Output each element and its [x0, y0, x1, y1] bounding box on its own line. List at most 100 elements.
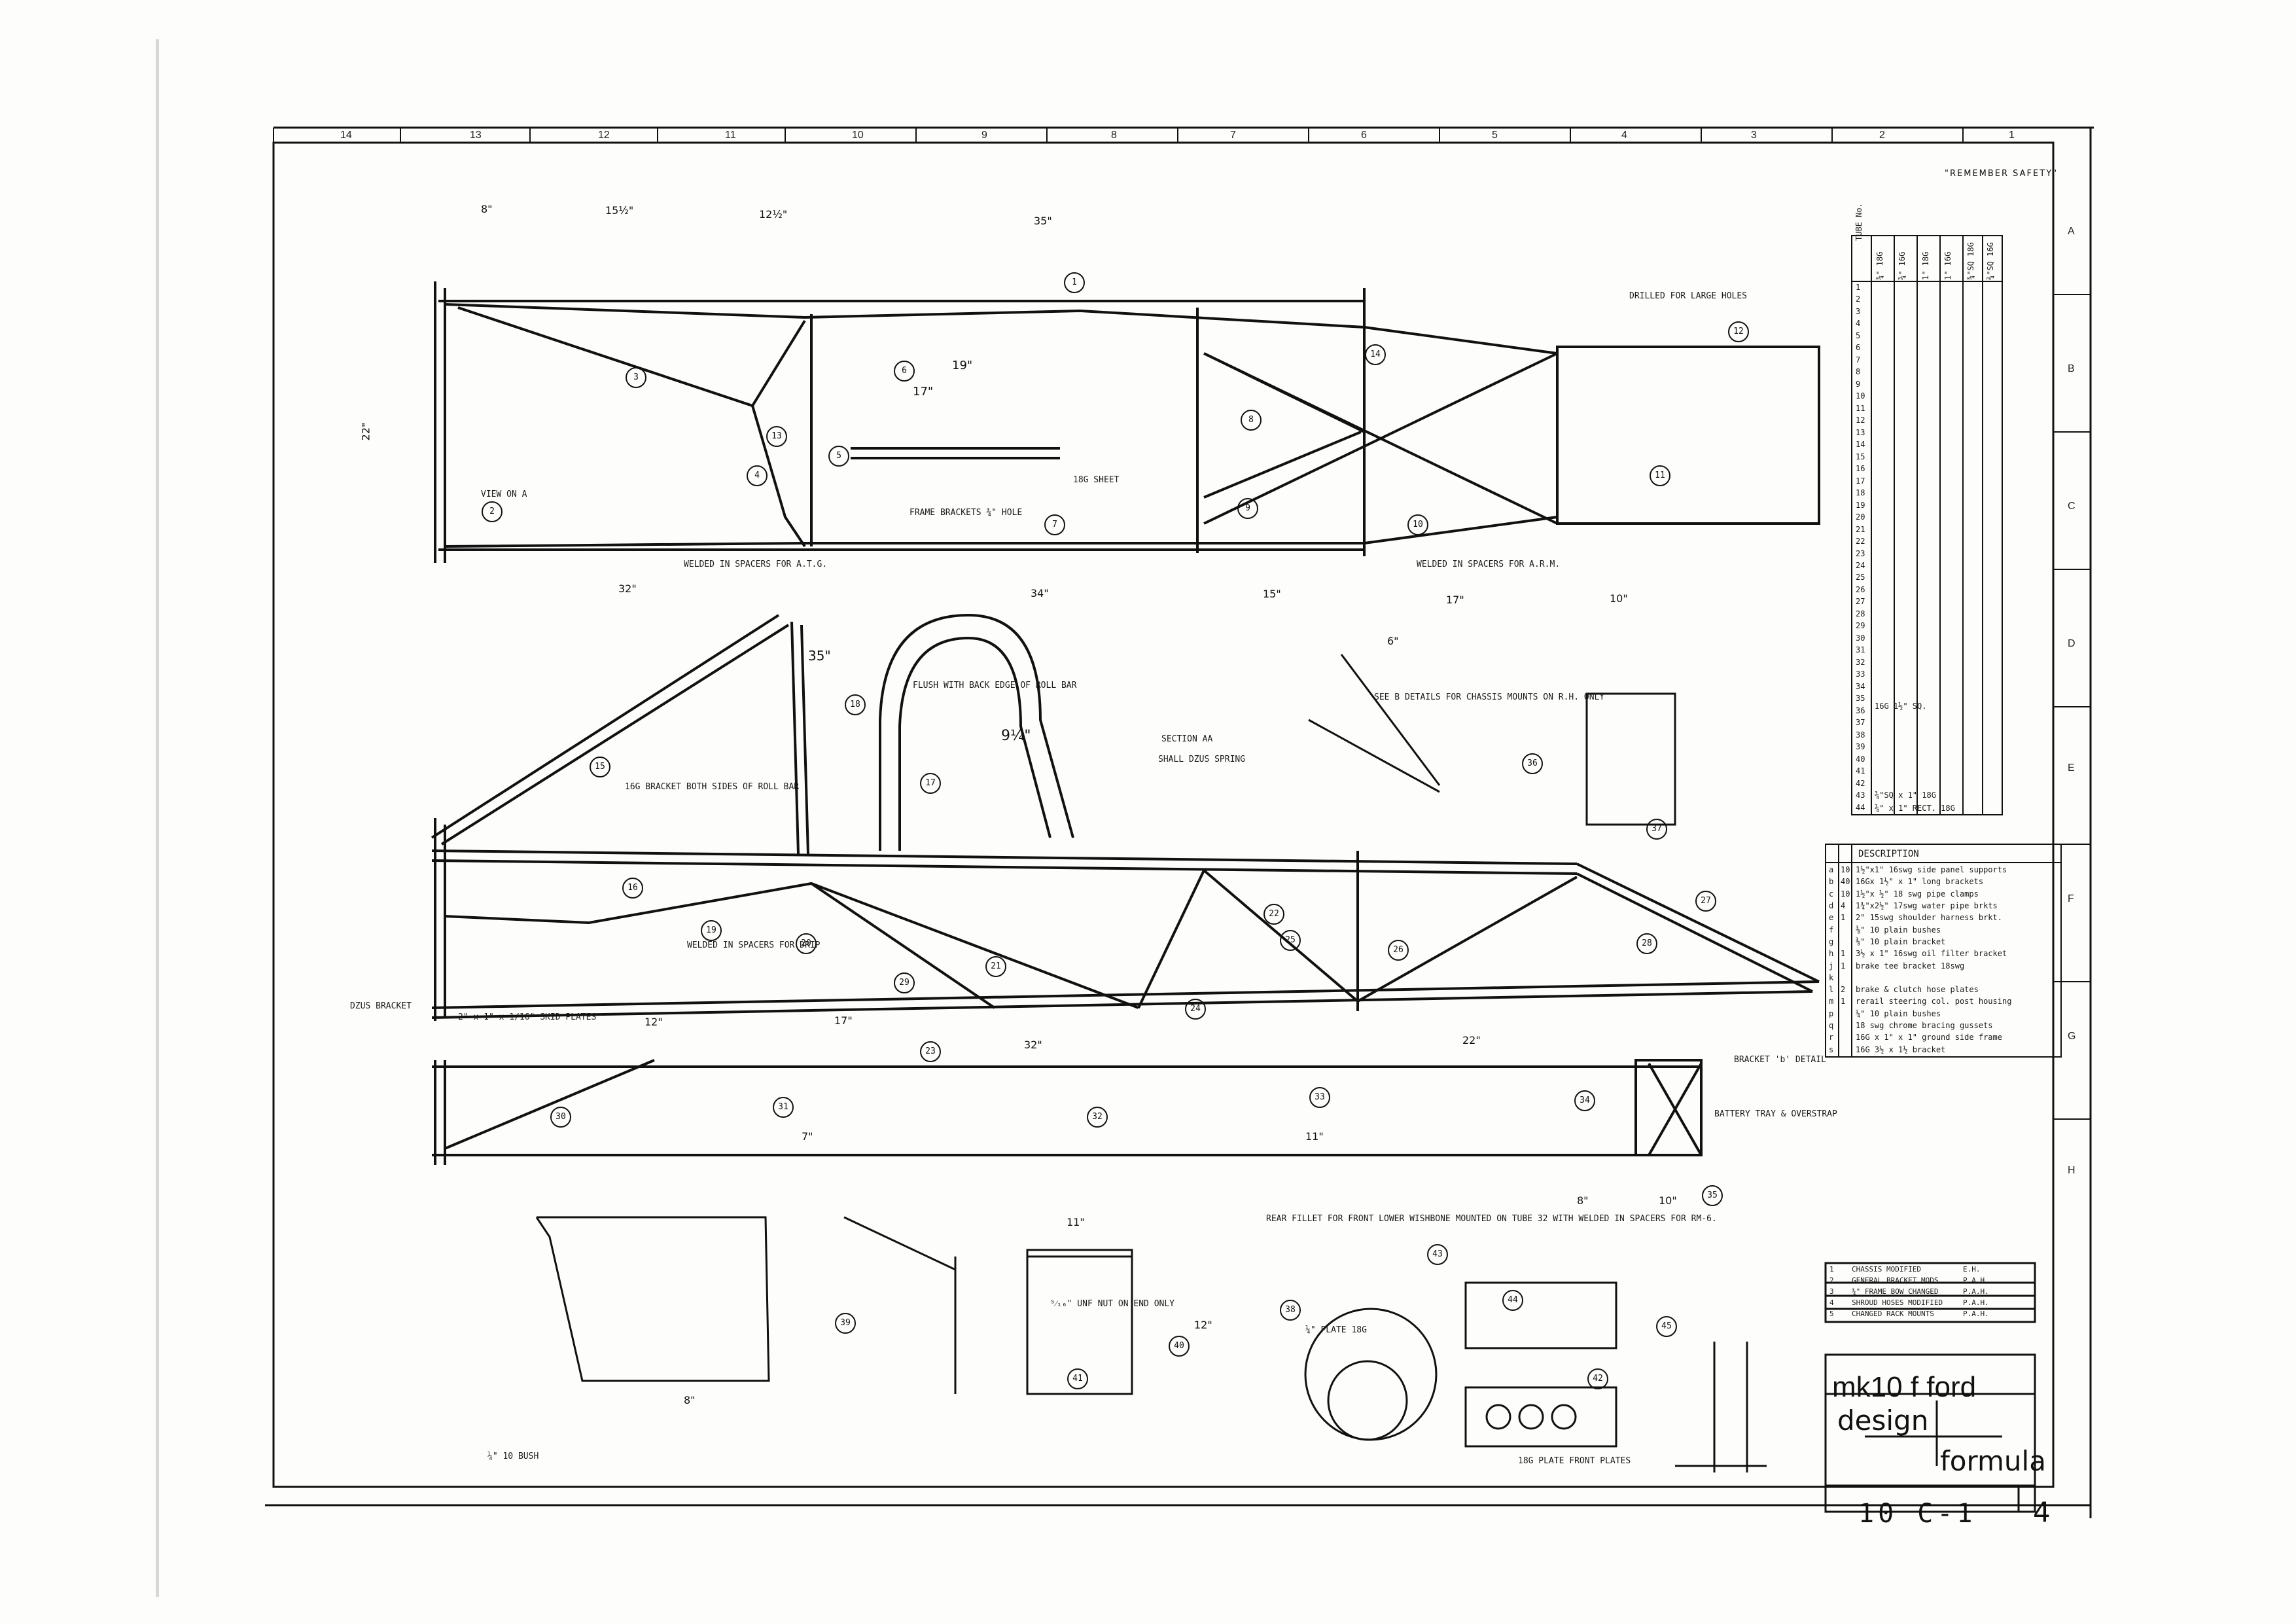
part-balloon: 42: [1587, 1368, 1608, 1389]
dim-top-17: 17": [1446, 594, 1464, 606]
parts-list-qty: 4: [1841, 901, 1846, 910]
revision-text: SHROUD HOSES MODIFIED: [1852, 1298, 1943, 1307]
part-balloon: 44: [1502, 1290, 1523, 1311]
zone-col-14: 14: [340, 130, 352, 141]
binding-shadow: [156, 39, 159, 1597]
tube-col-header-1: ¾" 18G: [1875, 251, 1884, 280]
part-balloon: 5: [828, 446, 849, 467]
dim-side-12: 12": [645, 1016, 663, 1028]
company-design: design: [1837, 1404, 1929, 1436]
part-balloon: 9: [1237, 498, 1258, 519]
note-drilled-holes: DRILLED FOR LARGE HOLES: [1629, 291, 1748, 301]
note-base-ten: ¼" 10 BUSH: [487, 1452, 539, 1461]
part-balloon: 37: [1646, 819, 1667, 840]
dim-bot-11: 11": [1067, 1216, 1085, 1228]
revision-text: CHANGED RACK MOUNTS: [1852, 1310, 1934, 1318]
revision-mark: 5: [1829, 1310, 1834, 1318]
parts-list-desc: 18 swg chrome bracing gussets: [1856, 1021, 1993, 1031]
part-balloon: 17: [920, 773, 941, 794]
parts-list-qty: 1: [1841, 997, 1846, 1007]
parts-list-ref: r: [1829, 1033, 1834, 1043]
parts-list-desc: 2" 15swg shoulder harness brkt.: [1856, 913, 2002, 923]
part-balloon: 30: [550, 1107, 571, 1128]
revision-text: CHASSIS MODIFIED: [1852, 1265, 1921, 1274]
parts-list-desc: 1½"x ½" 18 swg pipe clamps: [1856, 889, 1979, 899]
sheet-number: 4: [2033, 1496, 2051, 1528]
dim-side-8: 8": [1577, 1194, 1589, 1207]
part-balloon: 26: [1388, 940, 1409, 961]
parts-list-qty: 10: [1841, 865, 1850, 874]
parts-list-ref: f: [1829, 925, 1834, 935]
parts-list-desc: rerail steering col. post housing: [1856, 997, 2012, 1007]
note-flush-with-back: FLUSH WITH BACK EDGE OF ROLL BAR: [913, 681, 1077, 690]
tube-row-number: 19: [1856, 500, 1865, 510]
tube-row-number: 22: [1856, 537, 1865, 546]
part-balloon: 3: [626, 367, 646, 388]
parts-list-qty: 1: [1841, 949, 1846, 959]
tube-row-number: 8: [1856, 367, 1861, 377]
tube-col-header-4: 1" 16G: [1943, 251, 1952, 280]
dim-top-15-5: 15½": [605, 204, 634, 217]
note-plate-18g: ¼" PLATE 18G: [1305, 1325, 1367, 1335]
dim-bot-8: 8": [684, 1394, 696, 1406]
revision-text: GENERAL BRACKET MODS.: [1852, 1276, 1943, 1285]
revision-init: P.A.H.: [1963, 1276, 1989, 1285]
parts-list-qty: 10: [1841, 889, 1850, 899]
parts-list-desc: 16Gx 1½" x 1" long brackets: [1856, 877, 1984, 887]
revision-text: ¾" FRAME BOW CHANGED: [1852, 1287, 1939, 1296]
parts-list-ref: j: [1829, 961, 1834, 971]
revision-mark: 3: [1829, 1287, 1834, 1296]
parts-list-ref: s: [1829, 1044, 1834, 1054]
tube-row-number: 13: [1856, 427, 1865, 437]
zone-col-13: 13: [470, 130, 482, 141]
zone-row-g: G: [2068, 1031, 2076, 1042]
tube-row-number: 36: [1856, 705, 1865, 715]
revision-mark: 1: [1829, 1265, 1834, 1274]
parts-list-qty: 1: [1841, 961, 1846, 971]
part-balloon: 18: [845, 694, 866, 715]
tube-col-header-5: ¾"SQ 18G: [1966, 242, 1975, 280]
zone-col-10: 10: [852, 130, 864, 141]
zone-col-8: 8: [1111, 130, 1117, 141]
dim-side-11: 11": [1305, 1130, 1324, 1143]
tube-row-number: 40: [1856, 754, 1865, 764]
part-balloon: 24: [1185, 999, 1206, 1020]
dim-top-12-5: 12½": [759, 208, 788, 221]
tube-row-number: 7: [1856, 355, 1861, 365]
tube-row-number: 28: [1856, 609, 1865, 618]
dim-side-32: 32": [1024, 1039, 1042, 1051]
parts-list-desc: brake & clutch hose plates: [1856, 985, 1979, 995]
part-balloon: 34: [1574, 1090, 1595, 1111]
part-balloon: 13: [766, 426, 787, 447]
note-bracket-b-detail: BRACKET 'b' DETAIL: [1734, 1055, 1826, 1065]
parts-list-ref: b: [1829, 877, 1834, 887]
tube-row-number: 38: [1856, 730, 1865, 740]
tube-row-43-note: ¾"SQ x 1" 18G: [1875, 791, 1936, 800]
drawing-border: [272, 141, 2055, 1488]
zone-col-2: 2: [1879, 130, 1885, 141]
parts-list-ref: a: [1829, 865, 1834, 874]
dim-side-7: 7": [802, 1130, 813, 1143]
parts-list-desc: ¼" 10 plain bushes: [1856, 1008, 1941, 1018]
part-balloon: 43: [1427, 1244, 1448, 1265]
zone-col-5: 5: [1492, 130, 1498, 141]
part-balloon: 7: [1044, 514, 1065, 535]
tube-row-number: 23: [1856, 548, 1865, 558]
part-balloon: 20: [796, 933, 817, 954]
tube-row-number: 15: [1856, 452, 1865, 461]
tube-row-number: 25: [1856, 573, 1865, 582]
part-balloon: 6: [894, 361, 915, 382]
parts-list-desc: ⅜" 10 plain bushes: [1856, 925, 1941, 935]
title-block-frame: [1824, 1262, 2036, 1513]
dim-top-32: 32": [618, 582, 637, 595]
parts-list-ref: e: [1829, 913, 1834, 923]
dim-roll-94: 9¼": [1001, 728, 1031, 744]
tube-row-number: 26: [1856, 584, 1865, 594]
part-balloon: 32: [1087, 1107, 1108, 1128]
side-view: [431, 613, 1820, 1021]
part-balloon: 22: [1263, 904, 1284, 925]
part-balloon: 38: [1280, 1300, 1301, 1321]
note-skid-plates: 2" x 1" x 1/16" SKID PLATES: [458, 1012, 597, 1022]
parts-list-desc: 3½ x 1" 16swg oil filter bracket: [1856, 949, 2007, 959]
dim-side-22: 22": [1462, 1034, 1481, 1046]
